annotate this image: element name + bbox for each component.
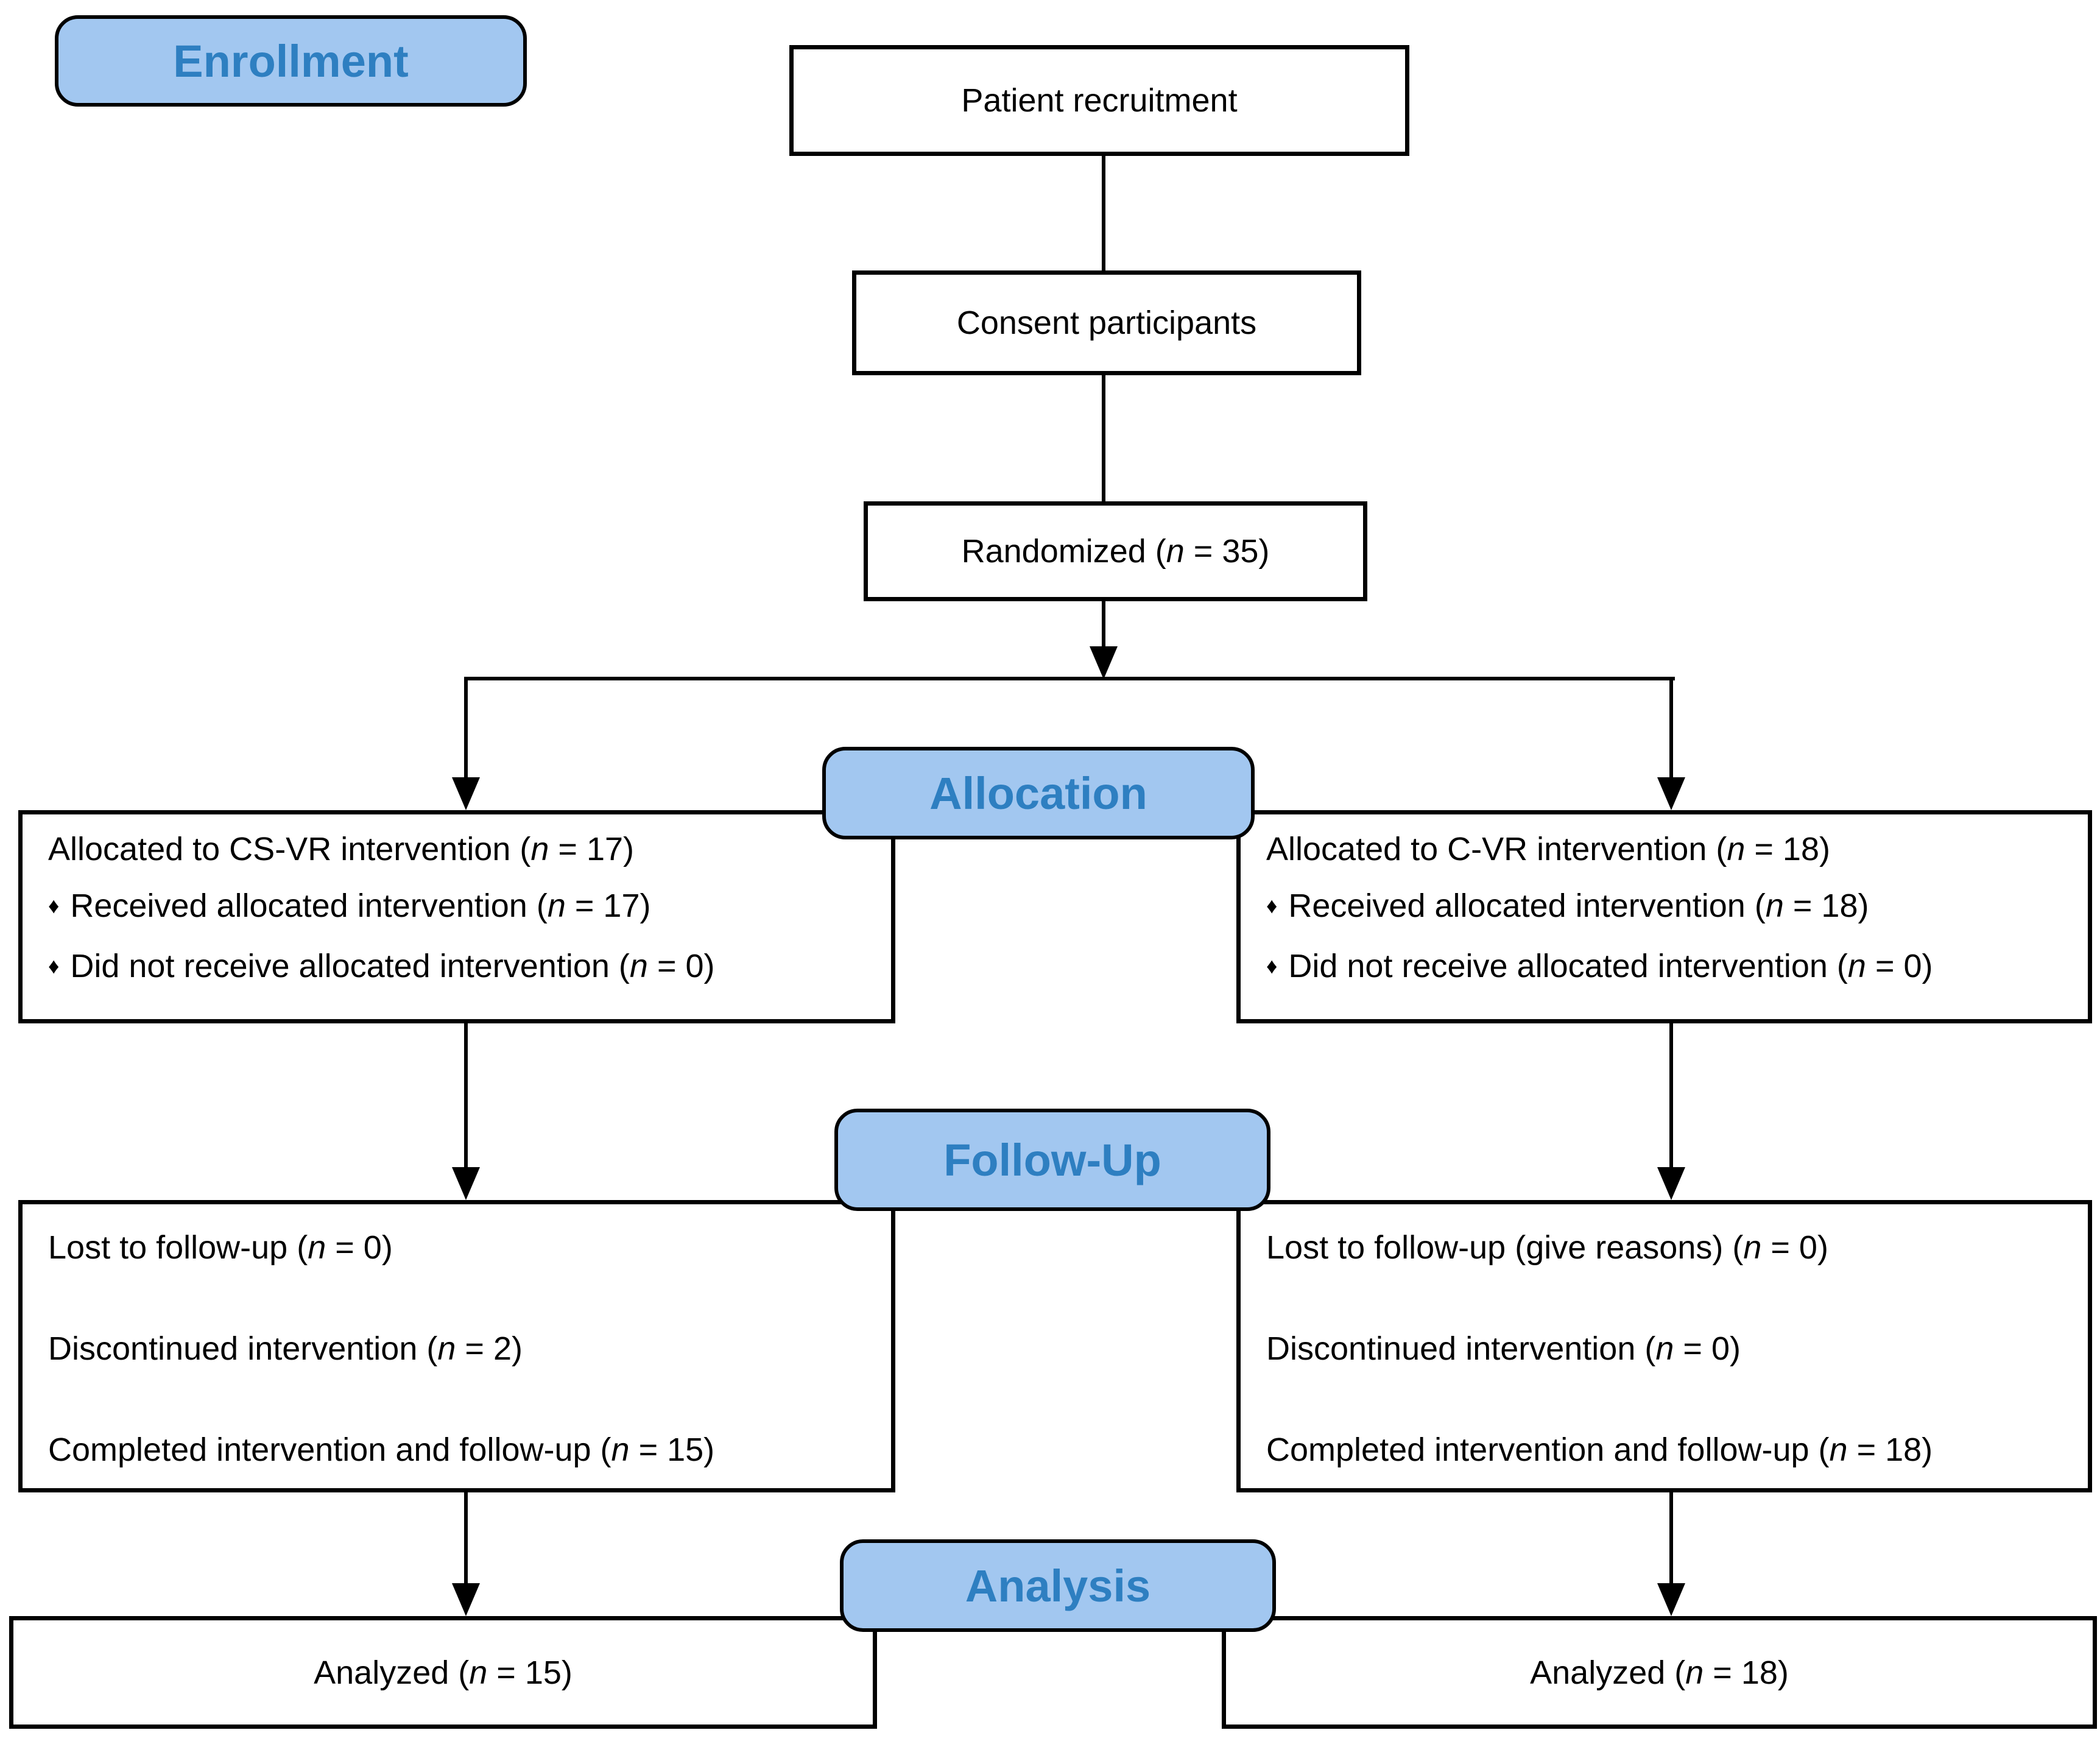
followup-right-line-3: Completed intervention and follow-up (n … bbox=[1266, 1432, 1933, 1468]
followup-right-box: Lost to follow-up (give reasons) (n = 0)… bbox=[1236, 1200, 2092, 1492]
connector-line bbox=[1669, 679, 1673, 778]
allocation-right-box: Allocated to C-VR intervention (n = 18) … bbox=[1236, 810, 2092, 1023]
connector-line bbox=[464, 679, 468, 778]
connector-line bbox=[1669, 1022, 1673, 1168]
analyzed-right-text: Analyzed (n = 18) bbox=[1530, 1654, 1789, 1691]
diamond-bullet-icon: ♦ bbox=[1266, 893, 1278, 918]
followup-left-line-2: Discontinued intervention (n = 2) bbox=[48, 1330, 523, 1367]
arrowhead-down-icon bbox=[452, 777, 480, 810]
followup-left-box: Lost to follow-up (n = 0) Discontinued i… bbox=[18, 1200, 895, 1492]
arrowhead-down-icon bbox=[1657, 1167, 1685, 1200]
allocation-right-bullet-2: ♦ Did not receive allocated intervention … bbox=[1266, 946, 2076, 990]
allocation-right-bullet-2-text: Did not receive allocated intervention (… bbox=[1288, 948, 1933, 984]
connector-line bbox=[1669, 1491, 1673, 1584]
arrowhead-down-icon bbox=[1657, 1583, 1685, 1616]
allocation-left-box: Allocated to CS-VR intervention (n = 17)… bbox=[18, 810, 895, 1023]
consent-participants-box: Consent participants bbox=[852, 270, 1361, 375]
followup-right-line-2: Discontinued intervention (n = 0) bbox=[1266, 1330, 1741, 1367]
allocation-right-title: Allocated to C-VR intervention (n = 18) bbox=[1266, 831, 1830, 867]
diamond-bullet-icon: ♦ bbox=[48, 953, 60, 978]
stage-label-analysis: Analysis bbox=[840, 1539, 1276, 1632]
patient-recruitment-box: Patient recruitment bbox=[789, 45, 1409, 156]
consent-participants-text: Consent participants bbox=[956, 305, 1257, 341]
connector-line bbox=[1102, 600, 1105, 648]
connector-line bbox=[464, 1491, 468, 1584]
analyzed-right-box: Analyzed (n = 18) bbox=[1222, 1616, 2097, 1729]
allocation-left-bullet-1: ♦ Received allocated intervention (n = 17… bbox=[48, 886, 879, 930]
stage-label-enrollment-text: Enrollment bbox=[173, 35, 409, 86]
diamond-bullet-icon: ♦ bbox=[48, 893, 60, 918]
connector-line bbox=[1102, 375, 1105, 503]
stage-label-allocation: Allocation bbox=[822, 747, 1255, 839]
stage-label-enrollment: Enrollment bbox=[55, 15, 527, 107]
randomized-box: Randomized (n = 35) bbox=[864, 501, 1367, 601]
diamond-bullet-icon: ♦ bbox=[1266, 953, 1278, 978]
stage-label-analysis-text: Analysis bbox=[965, 1560, 1151, 1611]
arrowhead-down-icon bbox=[1090, 646, 1118, 679]
split-connector-line bbox=[464, 677, 1675, 680]
followup-right-line-1: Lost to follow-up (give reasons) (n = 0) bbox=[1266, 1229, 1828, 1266]
allocation-left-title: Allocated to CS-VR intervention (n = 17) bbox=[48, 831, 635, 867]
allocation-left-bullet-1-text: Received allocated intervention (n = 17) bbox=[70, 888, 651, 924]
allocation-left-bullet-2-text: Did not receive allocated intervention (… bbox=[70, 948, 715, 984]
followup-left-line-3: Completed intervention and follow-up (n … bbox=[48, 1432, 715, 1468]
patient-recruitment-text: Patient recruitment bbox=[961, 82, 1238, 119]
followup-left-line-1: Lost to follow-up (n = 0) bbox=[48, 1229, 393, 1266]
allocation-right-bullet-1-text: Received allocated intervention (n = 18) bbox=[1288, 888, 1869, 924]
allocation-left-bullet-2: ♦ Did not receive allocated intervention … bbox=[48, 946, 879, 990]
analyzed-left-box: Analyzed (n = 15) bbox=[9, 1616, 877, 1729]
connector-line bbox=[1102, 156, 1105, 272]
analyzed-left-text: Analyzed (n = 15) bbox=[314, 1654, 573, 1691]
arrowhead-down-icon bbox=[452, 1583, 480, 1616]
arrowhead-down-icon bbox=[452, 1167, 480, 1200]
randomized-text: Randomized (n = 35) bbox=[961, 533, 1270, 570]
connector-line bbox=[464, 1022, 468, 1168]
stage-label-followup-text: Follow-Up bbox=[943, 1134, 1161, 1185]
allocation-right-bullet-1: ♦ Received allocated intervention (n = 18… bbox=[1266, 886, 2076, 930]
stage-label-allocation-text: Allocation bbox=[929, 768, 1147, 819]
stage-label-followup: Follow-Up bbox=[834, 1109, 1270, 1211]
arrowhead-down-icon bbox=[1657, 777, 1685, 810]
